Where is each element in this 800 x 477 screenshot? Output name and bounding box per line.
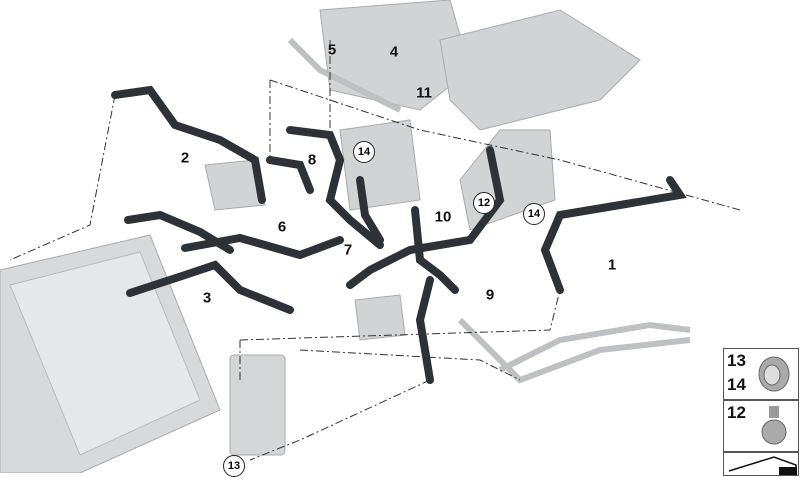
- leader-lines: [9, 40, 741, 461]
- callout-2: 2: [180, 149, 190, 167]
- circled-callout-13: 13: [223, 455, 245, 477]
- expansion-tank: [229, 354, 286, 456]
- clamp-12-icon: [761, 406, 787, 445]
- callout-4: 4: [389, 43, 399, 61]
- callout-6: 6: [277, 218, 287, 236]
- legend-box-clamp-13-14: 13 14: [723, 348, 799, 400]
- callout-10: 10: [434, 208, 452, 226]
- legend-label: 13: [727, 351, 746, 370]
- callout-8: 8: [307, 151, 317, 169]
- callout-9: 9: [485, 286, 495, 304]
- hoses: [111, 85, 687, 384]
- clamp-13-14-icon: [758, 356, 790, 392]
- circled-callout-14: 14: [353, 141, 375, 163]
- callout-7: 7: [343, 241, 353, 259]
- callout-5: 5: [327, 41, 337, 59]
- coolant-pipes: [287, 37, 691, 384]
- legend-box-clamp-12: 12: [723, 400, 799, 452]
- engine-components: [204, 0, 641, 341]
- legend-box-symbol: [723, 452, 799, 476]
- callout-1: 1: [607, 256, 617, 274]
- legend-label: 12: [727, 403, 746, 422]
- legend-label: 14: [727, 375, 746, 394]
- circled-callout-12: 12: [473, 192, 495, 214]
- callout-3: 3: [202, 289, 212, 307]
- radiator: [0, 234, 221, 473]
- arrow-symbol-icon: [728, 456, 797, 475]
- legend-panel: 13 14 12: [723, 348, 799, 476]
- callout-11: 11: [416, 84, 432, 102]
- circled-callout-14: 14: [523, 203, 545, 225]
